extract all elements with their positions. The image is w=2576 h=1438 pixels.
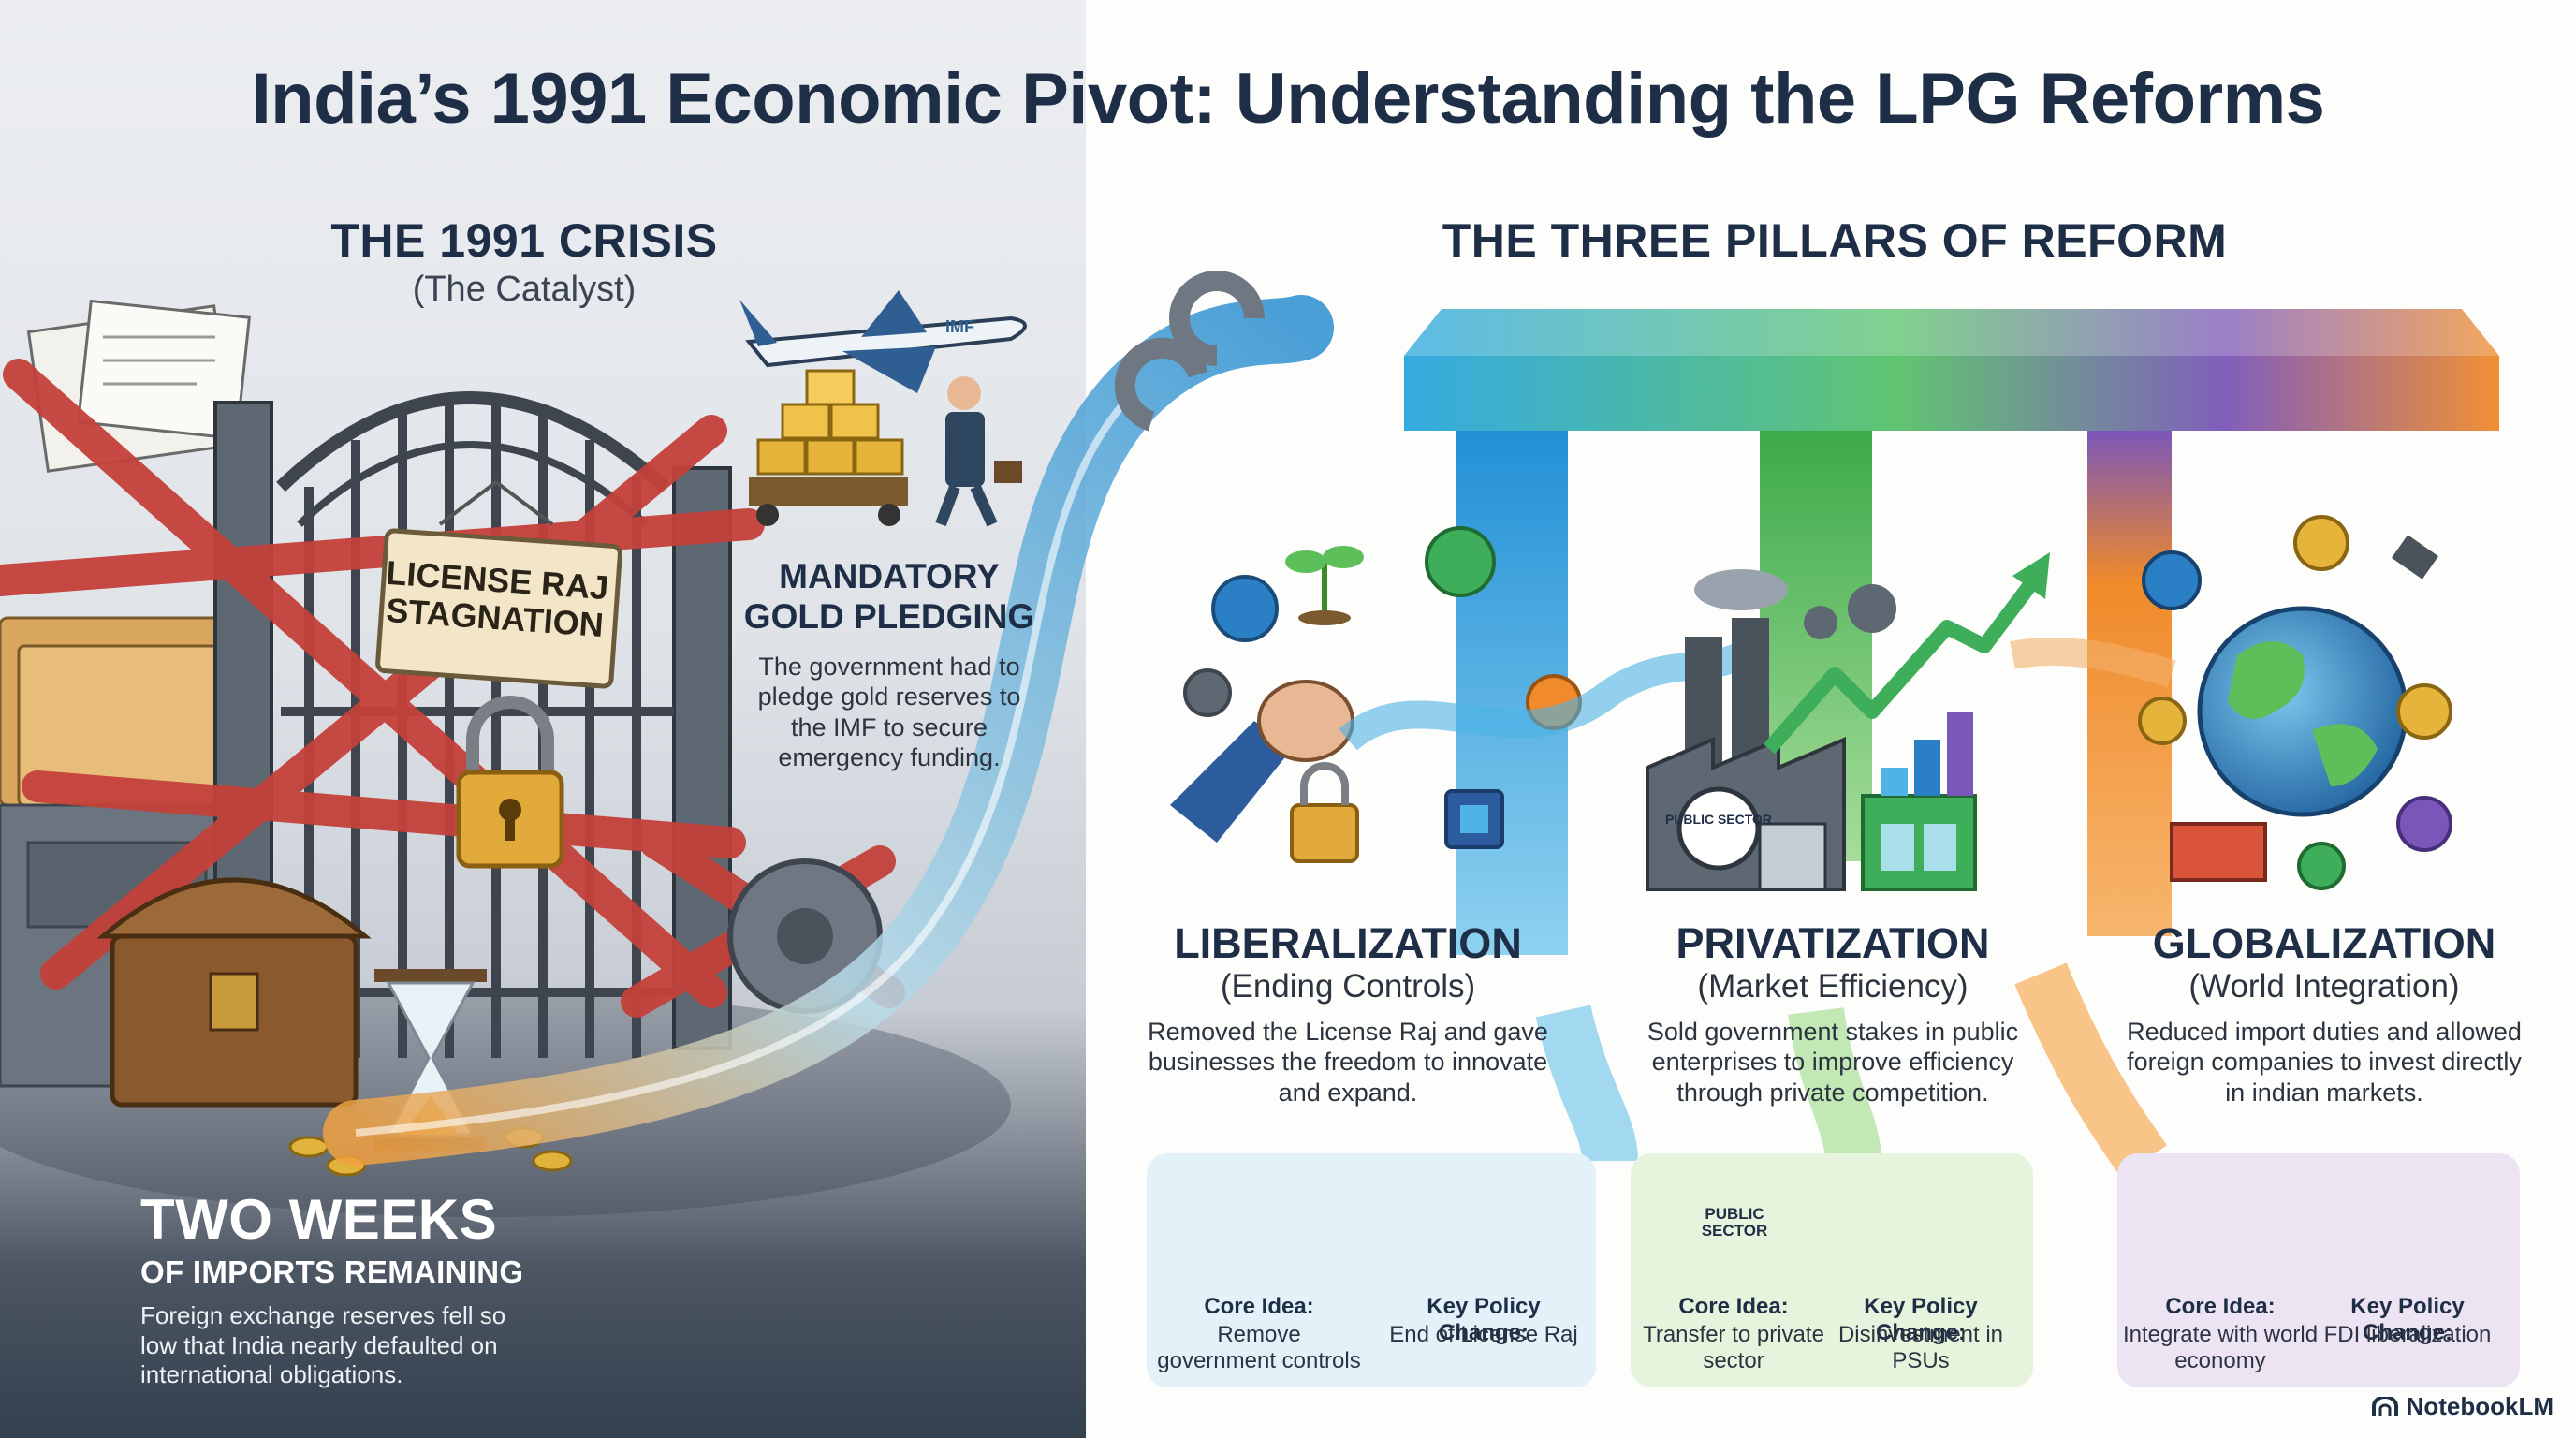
core-idea-label: Core Idea: <box>2165 1294 2276 1319</box>
gear-icon <box>1183 526 1582 730</box>
policy-change-text: FDI liberalization <box>2323 1322 2492 1347</box>
imports-remaining-subheading: OF IMPORTS REMAINING <box>140 1255 524 1289</box>
crisis-subheading: (The Catalyst) <box>412 270 637 309</box>
policy-change-label: Key Policy Change: <box>1427 1294 1541 1345</box>
notebooklm-logo-icon <box>2371 1396 2398 1416</box>
gold-bars-icon <box>749 369 908 526</box>
pillar-desc-liberalization: Removed the License Raj and gave busines… <box>1148 1018 1548 1107</box>
pillar-sub-liberalization: (Ending Controls) <box>1220 968 1476 1005</box>
license-raj-sign-label: LICENSE RAJ STAGNATION <box>385 552 610 644</box>
policy-change-label: Key Policy Change: <box>2350 1294 2465 1345</box>
padlock-icon <box>456 696 564 869</box>
two-weeks-heading: TWO WEEKS <box>140 1188 498 1251</box>
pillar-name-liberalization: LIBERALIZATION <box>1174 919 1522 967</box>
reform-heading: THE THREE PILLARS OF REFORM <box>1442 214 2228 267</box>
liberalization-card: Core Idea: Remove government controls Ke… <box>1147 1153 1596 1387</box>
pillar-name-globalization: GLOBALIZATION <box>2152 919 2496 967</box>
globe-icon <box>2138 515 2452 890</box>
microchip-icon <box>1444 789 1504 849</box>
pillar-sub-globalization: (World Integration) <box>2188 968 2460 1005</box>
globalization-card: Core Idea: Integrate with world economy … <box>2117 1153 2520 1387</box>
gold-pledging-text: The government had to pledge gold reserv… <box>757 653 1021 772</box>
notebooklm-brand: NotebookLM <box>2371 1392 2554 1421</box>
treasure-chest-icon <box>96 877 372 1108</box>
forex-reserves-text: Foreign exchange reserves fell so low th… <box>140 1301 506 1389</box>
core-idea-text: Remove government controls <box>1157 1322 1361 1373</box>
public-sector-badge-label: PUBLIC SECTOR <box>1701 1205 1768 1240</box>
policy-change-label: Key Policy Change: <box>1864 1294 1978 1345</box>
license-raj-sign <box>375 480 622 689</box>
pillar-name-privatization: PRIVATIZATION <box>1676 919 1990 967</box>
brand-label: NotebookLM <box>2406 1392 2554 1420</box>
broken-chain-icon <box>1114 271 1265 432</box>
core-idea-label: Core Idea: <box>1678 1294 1789 1319</box>
factory-icon <box>1646 552 2050 891</box>
sprout-icon <box>1285 546 1364 625</box>
core-idea-text: Transfer to private sector <box>1643 1322 1824 1373</box>
core-idea-label: Core Idea: <box>1204 1294 1314 1319</box>
core-idea-text: Integrate with world economy <box>2122 1322 2319 1373</box>
policy-change-text: End of License Raj <box>1389 1322 1578 1347</box>
pillar-desc-globalization: Reduced import duties and allowed foreig… <box>2127 1018 2522 1107</box>
page-title: India’s 1991 Economic Pivot: Understandi… <box>251 59 2325 139</box>
official-figure-icon <box>935 376 1022 527</box>
gold-pledging-heading: MANDATORY GOLD PLEDGING <box>743 557 1035 636</box>
airplane-icon: IMF <box>739 290 1027 393</box>
pillar-sub-privatization: (Market Efficiency) <box>1697 968 1969 1005</box>
breaking-chain-hand-icon <box>1170 680 1359 863</box>
privatization-card: PUBLIC SECTOR Core Idea: Transfer to pri… <box>1631 1153 2033 1387</box>
policy-change-text: Disinvestment in PSUs <box>1837 1322 2004 1373</box>
svg-text:PUBLIC SECTOR: PUBLIC SECTOR <box>1665 812 1772 827</box>
pillar-desc-privatization: Sold government stakes in public enterpr… <box>1647 1018 2019 1107</box>
svg-text:IMF: IMF <box>945 317 974 336</box>
crisis-heading: THE 1991 CRISIS <box>330 214 718 267</box>
